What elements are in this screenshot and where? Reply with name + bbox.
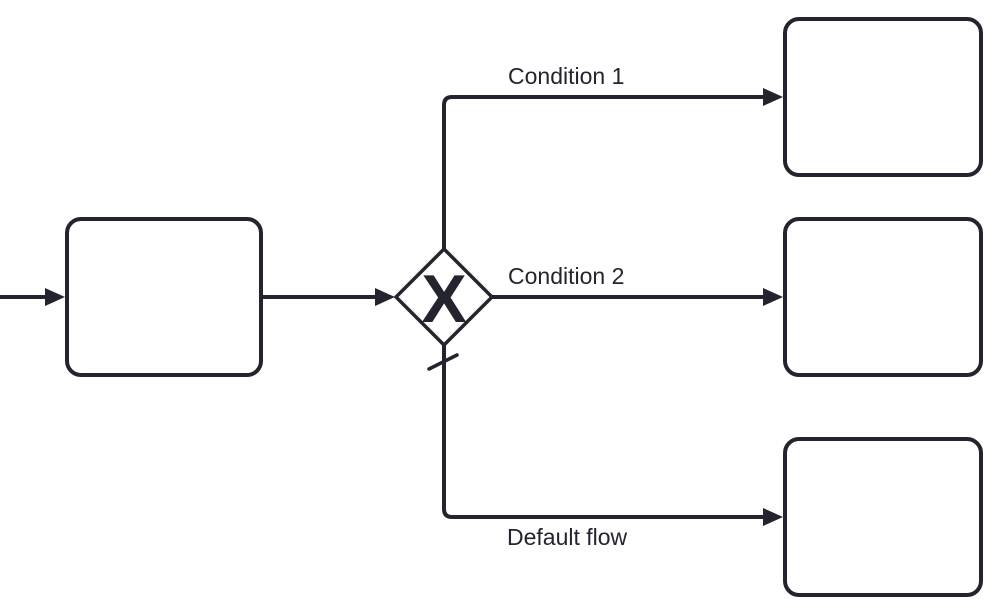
task-target-condition-2[interactable] xyxy=(783,217,983,377)
flow-default-line[interactable] xyxy=(442,345,763,519)
flow-condition-1-line[interactable] xyxy=(442,95,763,249)
flow-condition-1-label[interactable]: Condition 1 xyxy=(508,63,624,89)
flow-condition-1-arrowhead-icon xyxy=(763,88,783,106)
task-source[interactable] xyxy=(65,217,263,377)
task-target-default[interactable] xyxy=(783,437,983,597)
flow-task-to-gateway-arrowhead-icon xyxy=(375,288,395,306)
incoming-flow-arrowhead-icon xyxy=(45,288,65,306)
exclusive-gateway-x-icon: X xyxy=(421,261,466,337)
default-flow-slash-icon xyxy=(427,353,459,371)
flow-condition-2-label[interactable]: Condition 2 xyxy=(508,263,624,289)
diagram-fill-group: X Condition 1 Condition 2 Default flow xyxy=(0,17,983,597)
diagram-ink-group: X Condition 1 Condition 2 Default flow xyxy=(0,17,983,597)
flow-condition-2-arrowhead-icon xyxy=(763,288,783,306)
flow-default-label[interactable]: Default flow xyxy=(507,524,628,550)
task-target-condition-1[interactable] xyxy=(783,17,983,177)
flow-default-arrowhead-icon xyxy=(763,508,783,526)
